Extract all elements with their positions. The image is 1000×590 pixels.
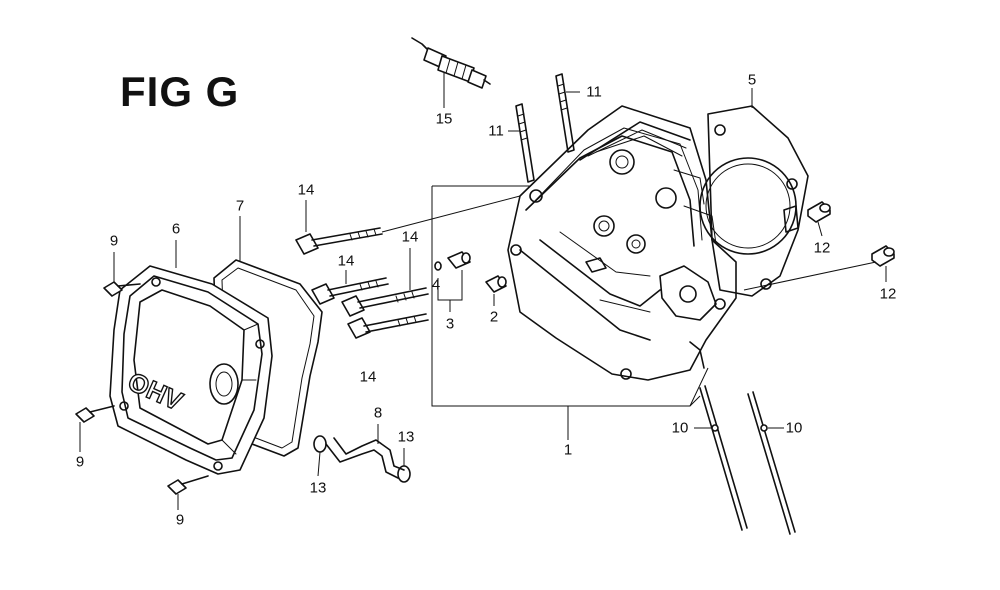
callout-9-left: 9 (75, 453, 85, 471)
cylinder-head (507, 105, 737, 381)
hose-clamp-left (313, 435, 327, 477)
pushrod-right (747, 391, 796, 535)
cover-bolt-bottom (167, 475, 209, 510)
callout-11-left: 11 (488, 122, 504, 140)
callout-14-bottom: 14 (359, 368, 377, 386)
callout-10-left: 10 (671, 419, 689, 437)
callout-11-right: 11 (586, 83, 602, 101)
figure-title: FIG G (120, 68, 240, 115)
small-washer-4 (434, 261, 442, 271)
spark-plug (411, 37, 491, 108)
callout-13-left: 13 (309, 479, 327, 497)
callout-14-top: 14 (297, 181, 315, 199)
callout-9-bottom: 9 (175, 511, 185, 529)
bolt-middle (341, 248, 429, 317)
callout-3: 3 (445, 315, 455, 333)
stud-bolt-right (555, 73, 580, 153)
callout-8: 8 (373, 404, 383, 422)
callout-4: 4 (431, 276, 441, 294)
callout-6: 6 (171, 220, 181, 238)
callout-5: 5 (747, 71, 757, 89)
hose-clamp-right (397, 448, 411, 483)
cover-bolt-left (75, 405, 115, 452)
valve-cover (109, 240, 273, 475)
item-1-bracket (431, 185, 701, 407)
callout-7: 7 (235, 197, 245, 215)
callout-10-right: 10 (785, 419, 803, 437)
callout-12-upper: 12 (813, 239, 831, 257)
callout-1: 1 (563, 441, 573, 459)
head-gasket (699, 88, 809, 297)
callout-14-middle-right: 14 (401, 228, 419, 246)
dowel-pin-upper (807, 201, 831, 237)
callout-13-right: 13 (397, 428, 415, 446)
pushrod-left (694, 385, 748, 531)
cover-bolt-top (103, 252, 141, 297)
dowel-pin-lower (743, 245, 895, 291)
callout-2: 2 (489, 308, 499, 326)
stud-bolt-left (508, 103, 535, 183)
collet-3 (437, 251, 471, 312)
callout-15: 15 (435, 110, 453, 128)
valve-seal-2 (485, 275, 507, 306)
bolt-lower (347, 313, 429, 339)
long-bolt-upper (295, 195, 521, 255)
callout-14-middle-left: 14 (337, 252, 355, 270)
callout-12-lower: 12 (879, 285, 897, 303)
breather-tube (325, 424, 405, 479)
callout-9-top: 9 (109, 232, 119, 250)
bolt-middle-short (311, 270, 389, 305)
